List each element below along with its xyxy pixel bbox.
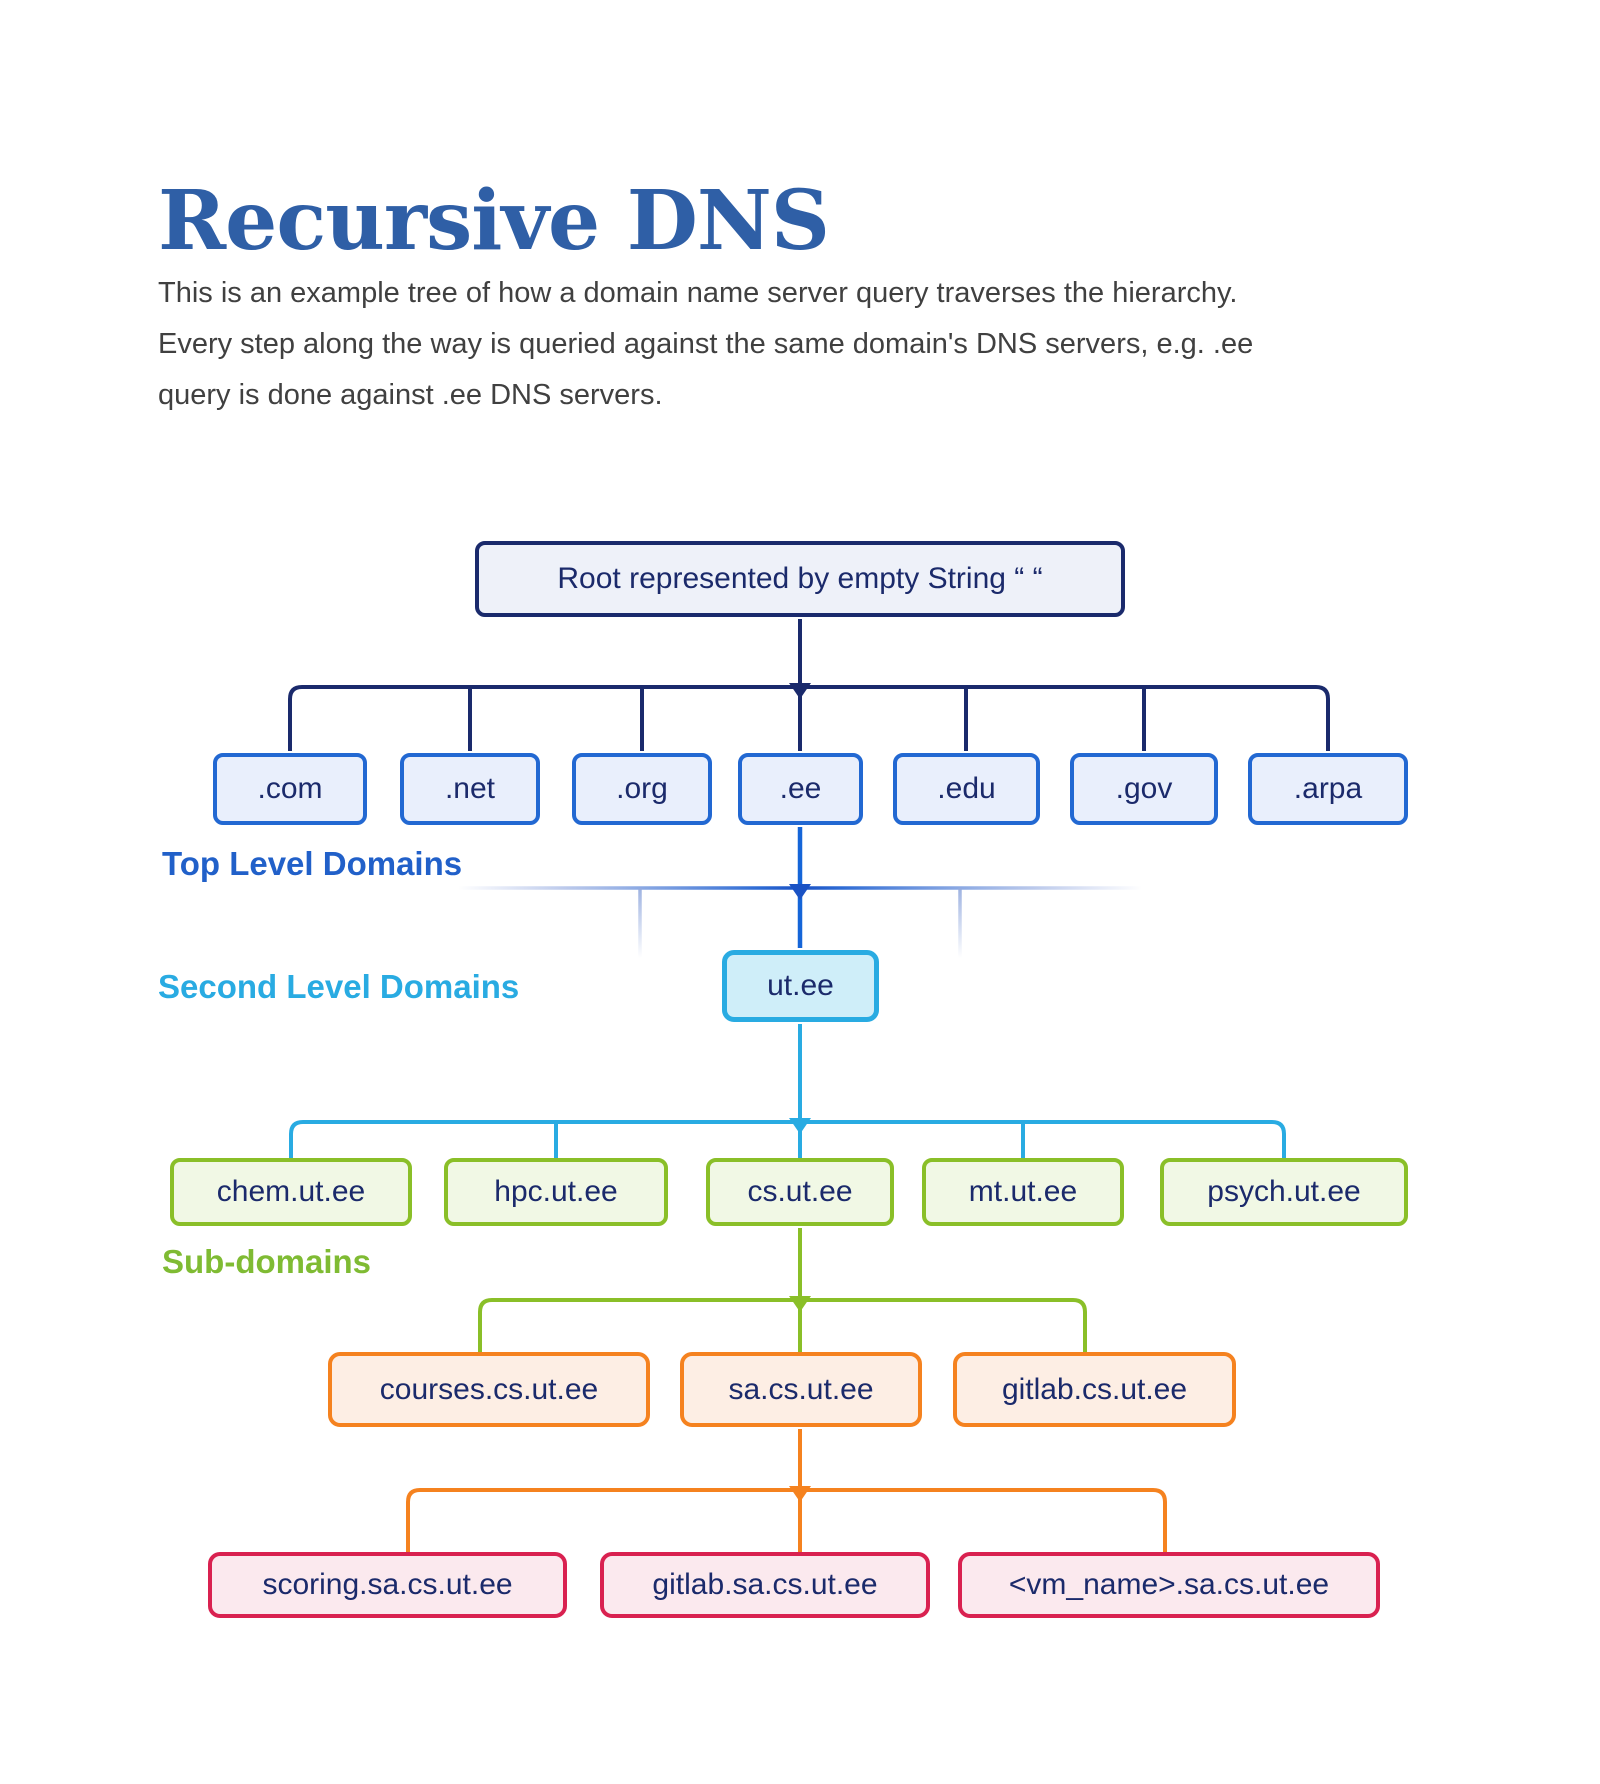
node-chem-ut-ee: chem.ut.ee	[170, 1158, 412, 1226]
node-edu: .edu	[893, 753, 1040, 825]
connector-utee-to-subdomains	[289, 1024, 1286, 1159]
page-title: Recursive DNS	[158, 172, 830, 269]
arrow-cs-junction	[789, 1296, 811, 1312]
node-gitlab-cs-ut-ee: gitlab.cs.ut.ee	[953, 1352, 1236, 1427]
intro-line-1: This is an example tree of how a domain …	[158, 277, 1238, 309]
intro-line-2: Every step along the way is queried agai…	[158, 328, 1254, 360]
node-ee: .ee	[738, 753, 863, 825]
arrow-ee-junction	[789, 884, 811, 900]
arrow-sa-junction	[789, 1486, 811, 1502]
node-org: .org	[572, 753, 712, 825]
node-psych-ut-ee: psych.ut.ee	[1160, 1158, 1408, 1226]
node-mt-ut-ee: mt.ut.ee	[922, 1158, 1124, 1226]
node-courses-cs-ut-ee: courses.cs.ut.ee	[328, 1352, 650, 1427]
node-scoring-sa-cs-ut-ee: scoring.sa.cs.ut.ee	[208, 1552, 567, 1618]
connector-root-to-tlds	[288, 619, 1330, 751]
node-gitlab-sa-cs-ut-ee: gitlab.sa.cs.ut.ee	[600, 1552, 930, 1618]
intro-paragraph: This is an example tree of how a domain …	[158, 268, 1318, 421]
label-top-level-domains: Top Level Domains	[162, 845, 463, 882]
arrow-utee-junction	[789, 1118, 811, 1134]
label-second-level-domains: Second Level Domains	[158, 968, 520, 1005]
node-net: .net	[400, 753, 540, 825]
connector-cs-to-level4	[478, 1228, 1087, 1353]
label-sub-domains: Sub-domains	[162, 1243, 372, 1280]
node-root: Root represented by empty String “ “	[475, 541, 1125, 617]
node-gov: .gov	[1070, 753, 1218, 825]
node-cs-ut-ee: cs.ut.ee	[706, 1158, 894, 1226]
node-com: .com	[213, 753, 367, 825]
intro-line-3: query is done against .ee DNS servers.	[158, 379, 663, 411]
node-sa-cs-ut-ee: sa.cs.ut.ee	[680, 1352, 922, 1427]
arrow-root-junction	[789, 683, 811, 699]
node-arpa: .arpa	[1248, 753, 1408, 825]
node-vm-name-sa-cs-ut-ee: <vm_name>.sa.cs.ut.ee	[958, 1552, 1380, 1618]
node-hpc-ut-ee: hpc.ut.ee	[444, 1158, 668, 1226]
connector-sa-to-level5	[406, 1429, 1167, 1553]
node-ut-ee: ut.ee	[722, 950, 879, 1022]
